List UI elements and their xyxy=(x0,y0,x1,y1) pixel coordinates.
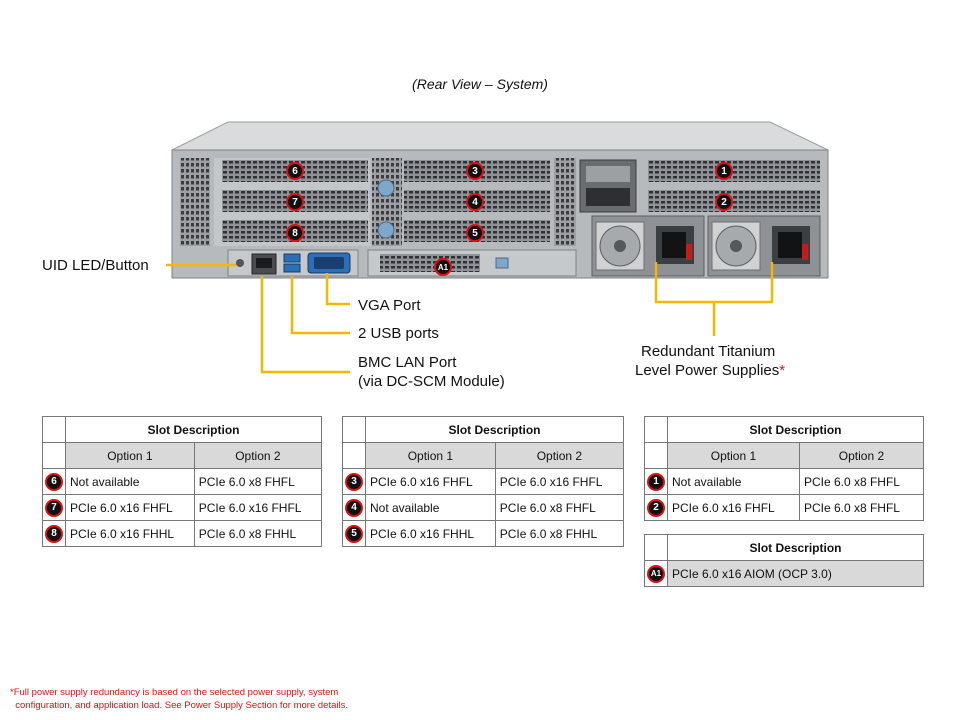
figure-title: (Rear View – System) xyxy=(412,76,548,92)
slot-badge: 5 xyxy=(345,524,363,543)
table-corner xyxy=(644,534,668,561)
table-corner xyxy=(342,416,366,443)
cell-option2: PCIe 6.0 x8 FHHL xyxy=(193,520,323,547)
cell-option2: PCIe 6.0 x16 FHFL xyxy=(494,468,625,495)
usb-label: 2 USB ports xyxy=(358,325,439,342)
table-corner xyxy=(644,416,668,443)
cell-option2: PCIe 6.0 x8 FHFL xyxy=(798,468,925,495)
cell-option1: PCIe 6.0 x16 FHHL xyxy=(65,520,195,547)
bmc-label-line2: (via DC-SCM Module) xyxy=(358,373,505,390)
column-header-option2: Option 2 xyxy=(494,442,625,469)
column-header-option1: Option 1 xyxy=(667,442,800,469)
slot-2-badge: 2 xyxy=(715,193,733,211)
footnote-line1: *Full power supply redundancy is based o… xyxy=(10,687,339,698)
psu-label-text: Level Power Supplies xyxy=(635,362,780,379)
cell-option2: PCIe 6.0 x8 FHFL xyxy=(193,468,323,495)
table-corner xyxy=(342,442,366,469)
slot-badge: 3 xyxy=(345,472,363,491)
psu-asterisk: * xyxy=(779,362,786,379)
cell-option1: PCIe 6.0 x16 FHFL xyxy=(65,494,195,521)
slot-badge: 2 xyxy=(647,498,665,517)
vga-label: VGA Port xyxy=(358,297,421,314)
cell-option1: PCIe 6.0 x16 FHFL xyxy=(667,494,800,521)
table-header: Slot Description xyxy=(65,416,322,443)
table-corner xyxy=(42,442,66,469)
cell-option1: PCIe 6.0 x16 AIOM (OCP 3.0) xyxy=(667,560,924,587)
slot-badge: 6 xyxy=(45,472,63,491)
slot-badge: A1 xyxy=(647,564,665,583)
column-header-option2: Option 2 xyxy=(193,442,323,469)
table-corner xyxy=(644,442,668,469)
table-header: Slot Description xyxy=(365,416,624,443)
slot-3-badge: 3 xyxy=(466,162,484,180)
slot-badge: 1 xyxy=(647,472,665,491)
psu-label-line2: Level Power Supplies* xyxy=(635,361,785,380)
footnote: *Full power supply redundancy is based o… xyxy=(10,686,348,712)
cell-option2: PCIe 6.0 x16 FHFL xyxy=(193,494,323,521)
cell-option1: Not available xyxy=(65,468,195,495)
slot-4-badge: 4 xyxy=(466,193,484,211)
slot-badge: 7 xyxy=(45,498,63,517)
slot-5-badge: 5 xyxy=(466,224,484,242)
cell-option1: Not available xyxy=(667,468,800,495)
column-header-option1: Option 1 xyxy=(365,442,496,469)
footnote-line2: configuration, and application load. See… xyxy=(10,700,348,711)
callout-lines xyxy=(166,262,774,374)
table-header: Slot Description xyxy=(667,534,924,561)
slot-7-badge: 7 xyxy=(286,193,304,211)
slot-8-badge: 8 xyxy=(286,224,304,242)
cell-option2: PCIe 6.0 x8 FHHL xyxy=(494,520,625,547)
cell-option1: PCIe 6.0 x16 FHFL xyxy=(365,468,496,495)
slot-1-badge: 1 xyxy=(715,162,733,180)
cell-option2: PCIe 6.0 x8 FHFL xyxy=(798,494,925,521)
slot-badge: 8 xyxy=(45,524,63,543)
slot-badge: 4 xyxy=(345,498,363,517)
slot-6-badge: 6 xyxy=(286,162,304,180)
cell-option1: PCIe 6.0 x16 FHHL xyxy=(365,520,496,547)
column-header-option2: Option 2 xyxy=(798,442,925,469)
cell-option2: PCIe 6.0 x8 FHFL xyxy=(494,494,625,521)
table-header: Slot Description xyxy=(667,416,924,443)
table-corner xyxy=(42,416,66,443)
uid-label: UID LED/Button xyxy=(42,257,149,274)
psu-label-line1: Redundant Titanium xyxy=(641,343,776,360)
column-header-option1: Option 1 xyxy=(65,442,195,469)
cell-option1: Not available xyxy=(365,494,496,521)
slot-a1-badge: A1 xyxy=(434,258,452,276)
bmc-label-line1: BMC LAN Port xyxy=(358,354,457,371)
